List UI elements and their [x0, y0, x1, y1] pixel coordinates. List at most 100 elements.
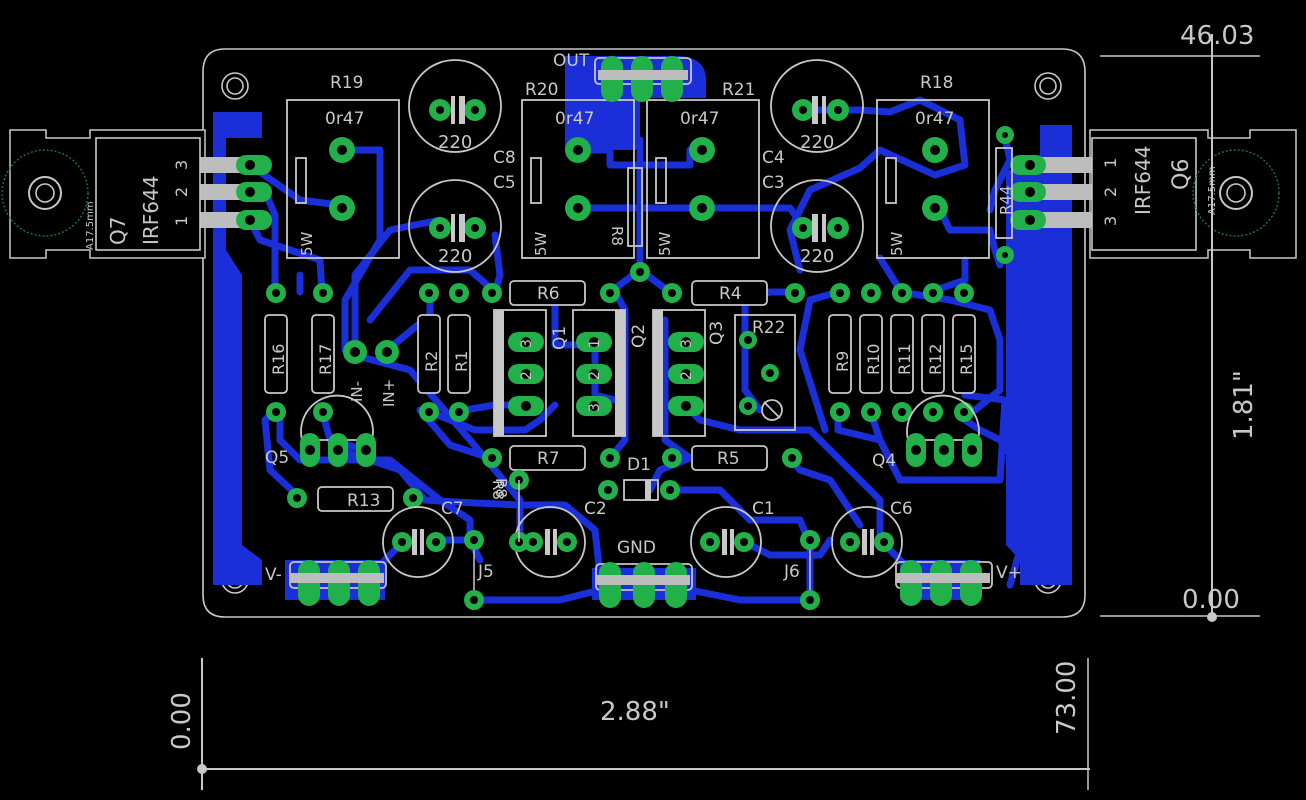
- dim-top-value: 46.03: [1180, 21, 1254, 51]
- vertical-resistor-labels: R16 R17 R2 R1 R9 R10 R11 R12 R15: [269, 344, 976, 375]
- j6-label: J6: [783, 562, 800, 582]
- c8-value: 220: [438, 132, 472, 153]
- input-connector: IN- IN+: [343, 340, 399, 407]
- connector-gnd: GND: [595, 538, 693, 608]
- transistor-q1: Q1: [550, 309, 626, 437]
- cap-c6: C6: [831, 499, 913, 578]
- q7-pin-3: 3: [172, 160, 191, 170]
- q6-part: IRF644: [1131, 146, 1155, 215]
- c6-label: C6: [890, 499, 913, 519]
- r21-power: 5W: [656, 231, 674, 256]
- mosfet-q6: 1 2 3 IRF644 Q6 A17.5mm: [1030, 129, 1297, 259]
- in-minus-label: IN-: [348, 381, 366, 402]
- cap-c1: C1: [690, 499, 775, 578]
- gnd-label: GND: [617, 538, 656, 558]
- q1-pin-2: 2: [587, 371, 603, 380]
- r1-label: R1: [452, 351, 471, 372]
- cap-c3: 220 C3: [762, 173, 864, 273]
- c4-label: C4: [762, 148, 785, 168]
- connector-out: OUT: [553, 51, 692, 102]
- r19-value: 0r47: [325, 109, 364, 129]
- connector-vplus: V+: [895, 560, 1022, 606]
- c2-label: C2: [584, 499, 607, 519]
- dim-right-value: 73.00: [1052, 661, 1082, 735]
- to126-pads: 3 2 1 2 3 3 2: [508, 332, 704, 416]
- q3-label: Q3: [707, 321, 727, 345]
- cap-c8: 220 C8: [408, 59, 516, 168]
- d1-label: D1: [627, 455, 651, 475]
- r18-value: 0r47: [915, 109, 954, 129]
- dimension-horizontal: 0.00 2.88" 73.00: [167, 658, 1090, 790]
- transistor-q4: Q4: [872, 394, 982, 471]
- mosfet-q7: 3 2 1 Q7 IRF644 A17.5mm: [1, 129, 262, 259]
- r13-label: R13: [347, 491, 380, 511]
- r8-label: R8: [608, 226, 626, 246]
- resistor-r8: R8: [608, 167, 643, 247]
- c7-label: C7: [441, 499, 464, 519]
- vminus-label: V-: [265, 565, 282, 585]
- horizontal-resistor-pads: [287, 283, 805, 508]
- r20-power: 5W: [532, 231, 550, 256]
- q7-pin-2: 2: [172, 187, 191, 197]
- c5-value: 220: [438, 246, 472, 267]
- large-cap-pads: [429, 96, 849, 242]
- board-outline: [202, 48, 1086, 618]
- power-resistor-r18: R18 0r47 5W: [876, 73, 990, 259]
- q7-pin-1: 1: [172, 216, 191, 226]
- c5-label: C5: [493, 173, 516, 193]
- mosfet-pads: [236, 155, 1046, 230]
- q7-label: Q7: [106, 217, 130, 245]
- trimmer-r22: R22: [734, 314, 796, 431]
- cap-c4: 220 C4: [762, 59, 864, 168]
- r2-label: R2: [422, 351, 441, 372]
- q6-pin-3: 3: [1101, 216, 1120, 226]
- q6-pin-2: 2: [1101, 187, 1120, 197]
- q1-pin-3: 3: [587, 403, 603, 412]
- r12-label: R12: [926, 344, 945, 375]
- cap-c7: C7: [382, 499, 464, 578]
- q7-part: IRF644: [139, 176, 163, 245]
- diode-d1: D1: [598, 455, 680, 501]
- c3-label: C3: [762, 173, 785, 193]
- dim-left-value: 0.00: [167, 692, 197, 750]
- transistor-q8: R8: [492, 309, 547, 498]
- c4-value: 220: [800, 132, 834, 153]
- q2-pin-2: 2: [679, 371, 695, 380]
- power-resistor-r19: R19 0r47 5W: [286, 73, 400, 259]
- vertical-resistors: [264, 314, 976, 394]
- horizontal-resistors: [317, 280, 768, 512]
- r19-label: R19: [330, 73, 363, 93]
- q8-pin-2: 2: [519, 371, 535, 380]
- r18-label: R18: [920, 73, 953, 93]
- q2-pin-3: 3: [679, 339, 695, 348]
- connector-vminus: V-: [265, 560, 387, 606]
- r15-label: R15: [957, 344, 976, 375]
- horizontal-resistor-labels: R6 R4 R7 R5 R13: [347, 284, 742, 511]
- q6-label: Q6: [1169, 159, 1194, 190]
- r11-label: R11: [895, 344, 914, 375]
- r8b-label: R8: [489, 480, 507, 500]
- r21-value: 0r47: [680, 109, 719, 129]
- r5-label: R5: [717, 449, 740, 469]
- c3-value: 220: [800, 246, 834, 267]
- r4-label: R4: [719, 284, 742, 304]
- r19-power: 5W: [298, 231, 316, 256]
- r17-label: R17: [316, 344, 335, 375]
- r44-label: R44: [997, 185, 1015, 215]
- r6-label: R6: [537, 284, 560, 304]
- in-plus-label: IN+: [380, 379, 398, 407]
- q8-pin-3: 3: [519, 339, 535, 348]
- power-resistor-r20: R20 0r47 5W: [521, 80, 635, 259]
- q8-label: R8: [492, 478, 510, 498]
- c8-label: C8: [493, 148, 516, 168]
- q5-label: Q5: [265, 448, 289, 468]
- q4-label: Q4: [872, 451, 896, 471]
- jumpers: J5 J6 R8: [464, 470, 820, 610]
- resistor-r44: R44: [995, 147, 1015, 239]
- q2-label: Q2: [629, 324, 649, 348]
- transistor-q5: Q5: [265, 394, 376, 468]
- cap-c5: 220 C5: [408, 173, 516, 273]
- transistor-q3: Q3: [707, 321, 727, 345]
- j5-label: J5: [477, 562, 494, 582]
